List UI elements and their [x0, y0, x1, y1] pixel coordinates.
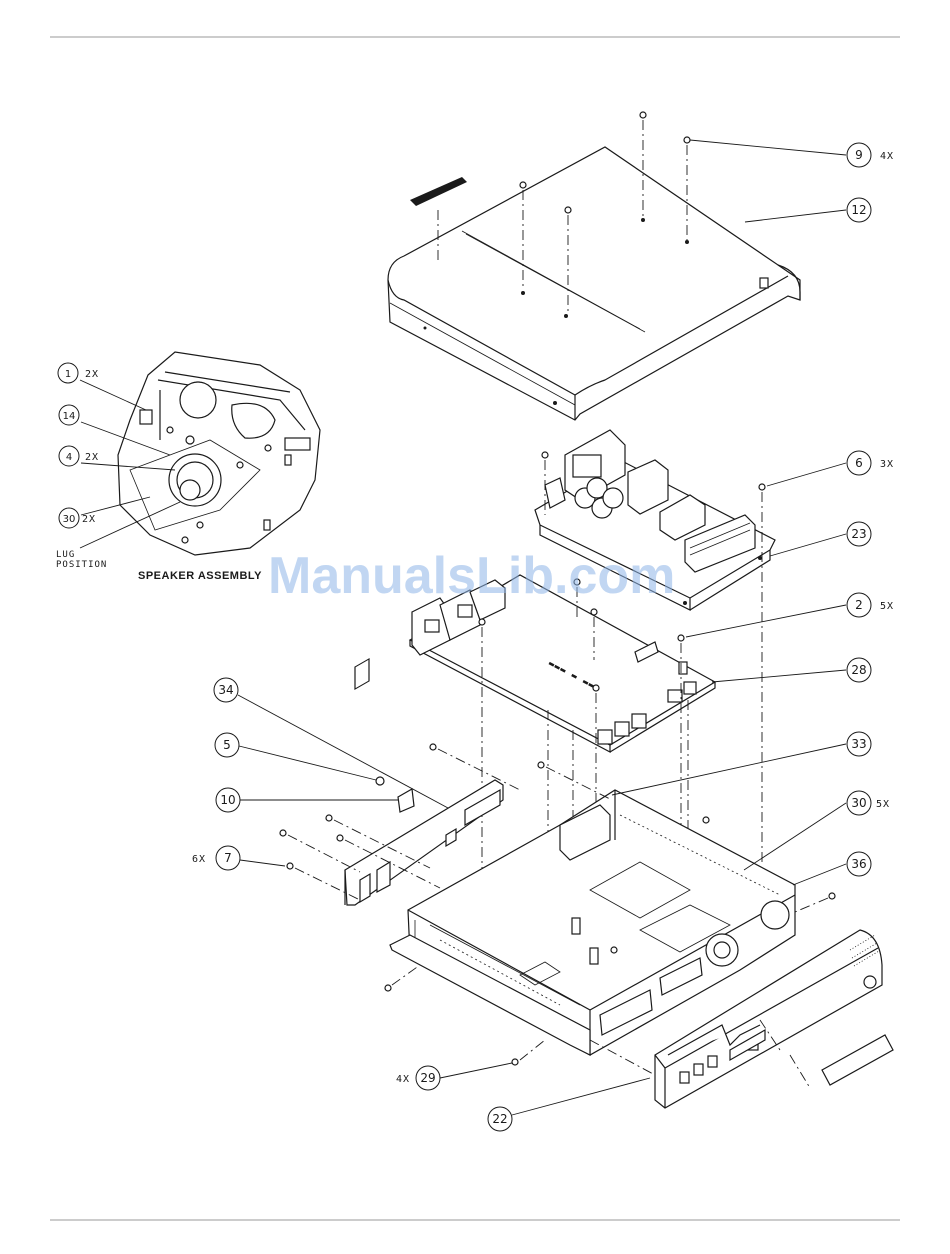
svg-text:4X: 4X: [880, 151, 894, 162]
callout-30b: 30 5X: [847, 791, 890, 815]
speaker-assembly-detail: [118, 352, 320, 555]
callout-4: 4 2X: [59, 446, 99, 466]
svg-text:3X: 3X: [880, 459, 894, 470]
watermark: ManualsLib.com: [268, 547, 675, 605]
callout-12: 12: [847, 198, 871, 222]
svg-text:23: 23: [851, 527, 866, 541]
callout-28: 28: [847, 658, 871, 682]
svg-text:5: 5: [223, 738, 231, 752]
lug-label-2: POSITION: [56, 560, 107, 570]
callout-6: 6 3X: [847, 451, 894, 475]
callout-10: 10: [216, 788, 240, 812]
svg-text:33: 33: [851, 737, 866, 751]
callout-14: 14: [59, 405, 79, 425]
svg-text:2X: 2X: [82, 514, 96, 525]
callout-23: 23: [847, 522, 871, 546]
callout-30a: 30 2X: [59, 508, 96, 528]
svg-text:34: 34: [218, 683, 233, 697]
standoff: [376, 777, 384, 785]
callout-1: 1 2X: [58, 363, 99, 383]
callout-36: 36: [847, 852, 871, 876]
svg-text:12: 12: [851, 203, 866, 217]
callout-7: 7 6X: [192, 846, 240, 870]
svg-text:7: 7: [224, 851, 232, 865]
callout-33: 33: [847, 732, 871, 756]
svg-text:5X: 5X: [876, 799, 890, 810]
svg-text:14: 14: [63, 411, 76, 422]
svg-text:30: 30: [851, 796, 866, 810]
speaker-assembly-title: SPEAKER ASSEMBLY: [138, 570, 262, 582]
svg-text:4X: 4X: [396, 1074, 410, 1085]
callout-29: 29 4X: [396, 1066, 440, 1090]
callout-22: 22: [488, 1107, 512, 1131]
svg-text:4: 4: [66, 452, 72, 463]
svg-text:6X: 6X: [192, 854, 206, 865]
callout-2: 2 5X: [847, 593, 894, 617]
svg-text:22: 22: [492, 1112, 507, 1126]
svg-text:2: 2: [855, 598, 863, 612]
svg-text:6: 6: [855, 456, 863, 470]
svg-text:9: 9: [855, 148, 863, 162]
svg-text:2X: 2X: [85, 452, 99, 463]
callout-9: 9 4X: [847, 143, 894, 167]
rear-panel: [345, 659, 503, 905]
svg-text:36: 36: [851, 857, 866, 871]
svg-text:1: 1: [65, 369, 71, 380]
top-cover: [388, 147, 800, 420]
lug-label-1: LUG: [56, 550, 75, 560]
svg-text:10: 10: [220, 793, 235, 807]
svg-text:30: 30: [63, 514, 76, 525]
svg-text:29: 29: [420, 1071, 435, 1085]
callout-5: 5: [215, 733, 239, 757]
svg-text:5X: 5X: [880, 601, 894, 612]
svg-text:28: 28: [851, 663, 866, 677]
bracket: [398, 789, 414, 812]
callout-34: 34: [214, 678, 238, 702]
svg-text:2X: 2X: [85, 369, 99, 380]
